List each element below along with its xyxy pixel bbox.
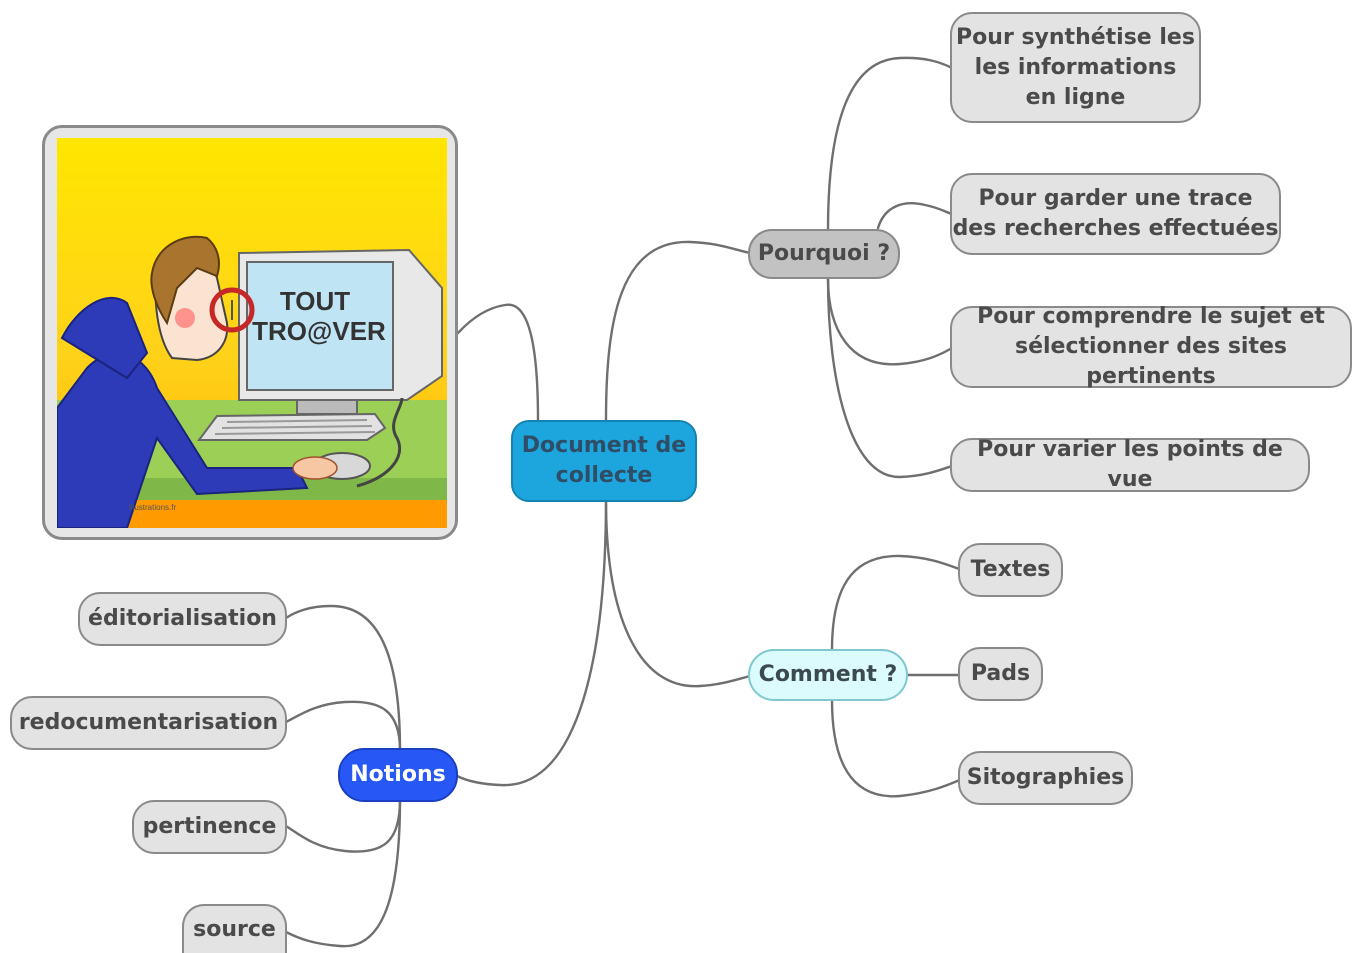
link-central-comment — [604, 498, 752, 688]
branch-pourquoi[interactable]: Pourquoi ? — [748, 229, 900, 279]
link-pourquoi-1 — [826, 56, 954, 232]
comment-child-sitographies[interactable]: Sitographies — [958, 751, 1133, 805]
notions-child-redocumentarisation[interactable]: redocumentarisation — [10, 696, 287, 750]
notions-child-source[interactable]: source — [182, 904, 287, 953]
comment-child-pads[interactable]: Pads — [958, 647, 1043, 701]
link-notions-3 — [284, 798, 402, 853]
link-central-image — [456, 303, 540, 422]
branch-notions[interactable]: Notions — [338, 748, 458, 802]
notions-child-pertinence[interactable]: pertinence — [132, 800, 287, 854]
pourquoi-child-trace[interactable]: Pour garder une trace des recherches eff… — [950, 173, 1281, 255]
pourquoi-child-varier[interactable]: Pour varier les points de vue — [950, 437, 1310, 492]
branch-comment[interactable]: Comment ? — [748, 649, 908, 701]
illustration-credit: illustrations.fr — [129, 503, 176, 512]
link-notions-1 — [284, 604, 402, 752]
link-comment-1 — [830, 554, 964, 652]
link-central-notions — [455, 498, 608, 787]
central-node[interactable]: Document de collecte — [511, 420, 697, 502]
link-comment-3 — [830, 698, 964, 798]
screen-text-line-2: TRO@VER — [252, 316, 386, 346]
link-pourquoi-3 — [826, 276, 954, 366]
link-notions-4 — [284, 798, 402, 948]
pourquoi-child-comprendre[interactable]: Pour comprendre le sujet et sélectionner… — [950, 304, 1352, 389]
notions-child-editorialisation[interactable]: éditorialisation — [78, 592, 287, 646]
screen-text-line-1: TOUT — [280, 286, 350, 316]
man-at-computer-illustration: TOUT TRO@VER illustrations.fr — [57, 138, 447, 528]
illustration-frame: TOUT TRO@VER illustrations.fr — [42, 125, 458, 540]
comment-child-textes[interactable]: Textes — [958, 543, 1063, 597]
link-notions-2 — [284, 700, 402, 752]
pourquoi-child-synthese[interactable]: Pour synthétise les les informations en … — [950, 12, 1201, 123]
link-pourquoi-4 — [826, 276, 954, 479]
link-central-pourquoi — [604, 240, 752, 422]
link-pourquoi-2 — [876, 202, 954, 230]
